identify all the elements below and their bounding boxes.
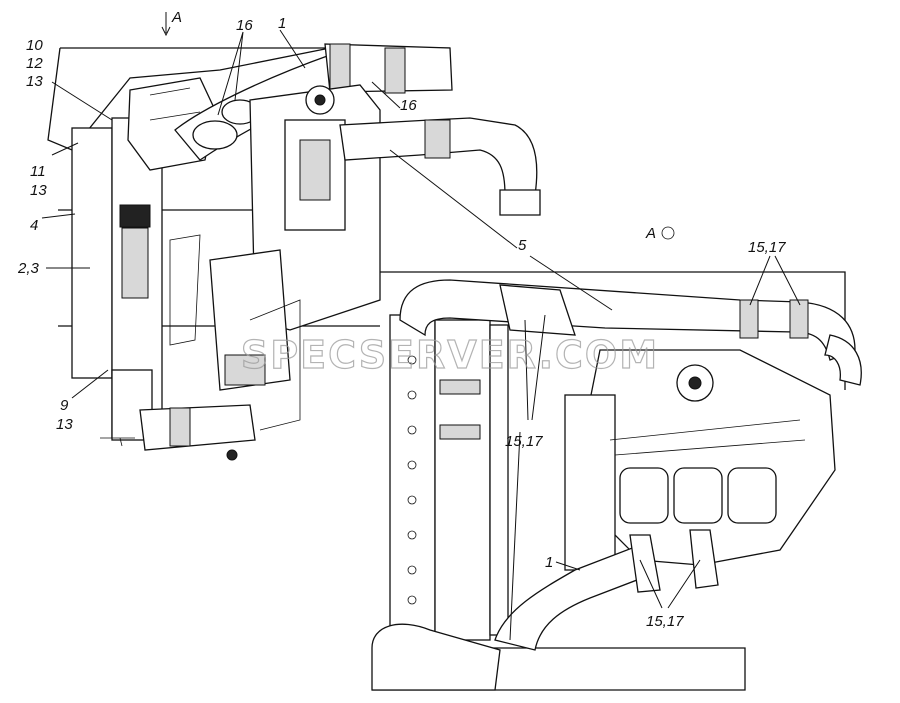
radiator-inner-panel bbox=[121, 227, 149, 299]
radiator-holes bbox=[407, 355, 417, 605]
clamp-15-17-b bbox=[789, 299, 809, 339]
radiator-cap-block bbox=[119, 204, 151, 228]
lower-elbow bbox=[371, 623, 501, 691]
label-12: 12 bbox=[26, 55, 43, 72]
lower-clamp bbox=[169, 407, 191, 447]
label-15-17-mid: 15,17 bbox=[505, 433, 543, 450]
label-13-top: 13 bbox=[26, 73, 43, 90]
engine-side-cover bbox=[564, 394, 616, 571]
radiator-shroud bbox=[434, 319, 491, 641]
left-assembly-view bbox=[47, 43, 541, 461]
label-13-mid: 13 bbox=[30, 182, 47, 199]
frame-lower-outline bbox=[372, 647, 746, 691]
clamp-right-1 bbox=[424, 119, 451, 159]
label-4: 4 bbox=[30, 217, 38, 234]
label-15-17-upper: 15,17 bbox=[748, 239, 786, 256]
clamp-upper-2 bbox=[384, 47, 406, 94]
callout-labels: A 10 12 13 11 13 4 2,3 9 13 16 1 16 5 A … bbox=[17, 9, 786, 630]
label-11: 11 bbox=[30, 163, 46, 180]
elbow-flange bbox=[499, 189, 541, 216]
clamp-15-17-a bbox=[739, 299, 759, 339]
label-15-17-bottom: 15,17 bbox=[646, 613, 684, 630]
label-9: 9 bbox=[60, 397, 69, 414]
view-a-circle-icon bbox=[661, 226, 675, 240]
pipe-elbow-right bbox=[824, 334, 862, 386]
engine-housing-detail bbox=[299, 139, 331, 201]
clamp-15-17-c bbox=[629, 534, 661, 593]
drain-valve bbox=[226, 449, 238, 461]
label-13-bot: 13 bbox=[56, 416, 73, 433]
label-2-3: 2,3 bbox=[17, 260, 40, 277]
pump-base bbox=[224, 354, 266, 386]
leader-lines bbox=[41, 12, 801, 641]
pipe-coupling-left bbox=[499, 284, 576, 336]
hose-clamp-16a bbox=[192, 120, 238, 150]
label-1-top: 1 bbox=[278, 15, 286, 32]
label-1-bottom: 1 bbox=[545, 554, 553, 571]
radiator-foot bbox=[100, 437, 135, 447]
lower-coolant-pipe bbox=[139, 404, 256, 451]
label-view-a-marker: A bbox=[645, 225, 656, 242]
label-5: 5 bbox=[518, 237, 527, 254]
cylinder-heads bbox=[609, 419, 806, 524]
radiator-side-tank bbox=[71, 127, 113, 379]
label-16-right: 16 bbox=[400, 97, 417, 114]
label-view-a-arrow: A bbox=[171, 9, 182, 26]
radiator-front bbox=[389, 314, 436, 646]
label-16-top: 16 bbox=[236, 17, 253, 34]
watermark: SPECSERVER.COM bbox=[241, 333, 659, 377]
right-assembly-view bbox=[371, 271, 862, 691]
label-10: 10 bbox=[26, 37, 43, 54]
cab-outline bbox=[47, 47, 331, 151]
